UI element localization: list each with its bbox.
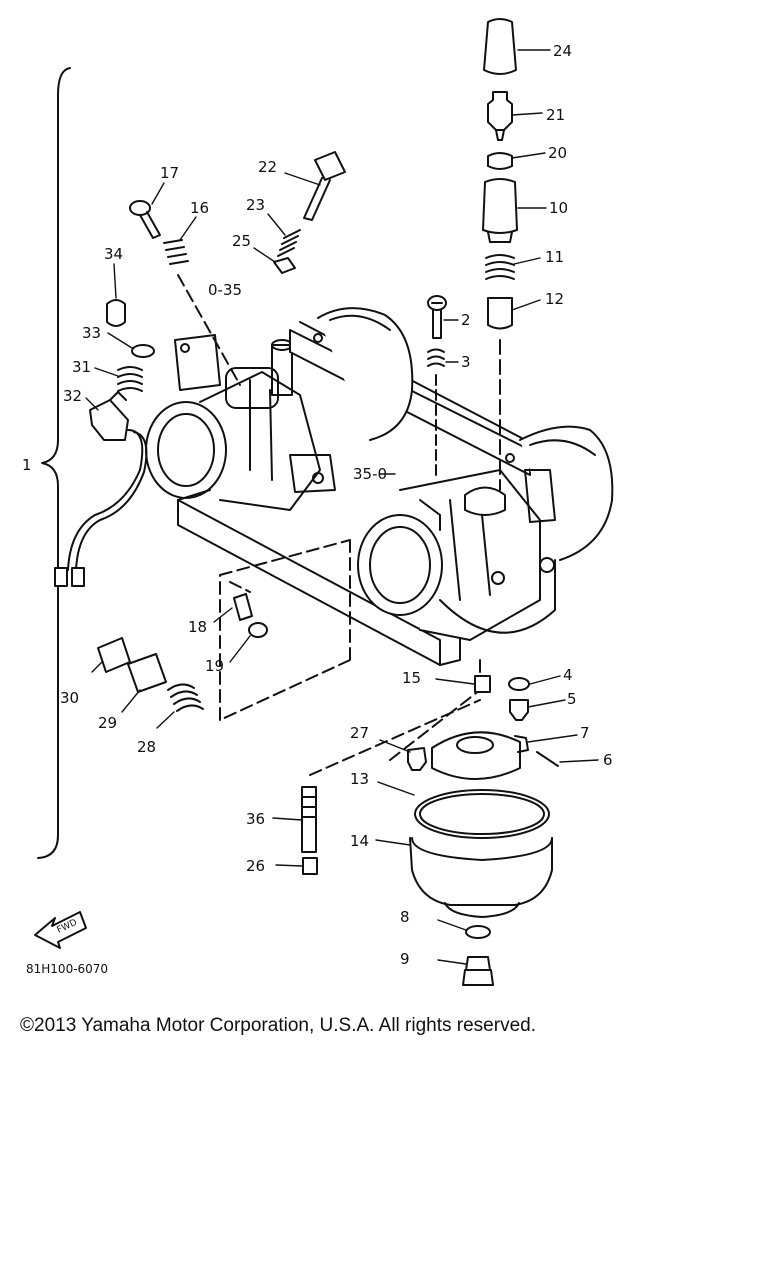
part-14-float-bowl (409, 837, 553, 918)
part-31-spring (117, 366, 143, 392)
part-11-spring (485, 254, 515, 280)
part-19-clip (248, 622, 268, 638)
forward-arrow-icon (34, 911, 87, 949)
callout-34: 34 (104, 245, 123, 263)
throttle-linkage-bar (289, 321, 536, 476)
part-9-drain-plug (462, 956, 494, 986)
part-10-jet-block (482, 178, 518, 243)
callout-2: 2 (461, 311, 471, 329)
assembly-bracket (37, 67, 71, 859)
part-33-ring (131, 344, 155, 358)
part-24-cap (483, 18, 517, 75)
part-34-cap (106, 299, 126, 327)
part-23-spring (277, 229, 301, 257)
callout-13: 13 (350, 770, 369, 788)
callout-27: 27 (350, 724, 369, 742)
part-22-adjust-screw (303, 151, 346, 221)
callout-3: 3 (461, 353, 471, 371)
carburetor-body-rear (145, 334, 336, 511)
callout-15: 15 (402, 669, 421, 687)
callout-31: 31 (72, 358, 91, 376)
callout-25: 25 (232, 232, 251, 250)
dashed-guide-lines (219, 539, 351, 721)
part-32-choke-cable (54, 391, 148, 587)
part-3-spring (427, 348, 445, 367)
callout-7: 7 (580, 724, 590, 742)
callout-26: 26 (246, 857, 265, 875)
part-28-spring (167, 683, 204, 712)
front-intake-bell (519, 425, 614, 561)
callout-35-top: 0-35 (208, 281, 242, 299)
drawing-code: 81H100-6070 (26, 962, 108, 976)
callout-17: 17 (160, 164, 179, 182)
callout-4: 4 (563, 666, 573, 684)
callout-labels: 24 21 20 10 11 12 2 3 22 17 16 23 25 0-3… (22, 42, 613, 976)
part-12-piston (487, 297, 513, 330)
part-21-jet-holder (487, 91, 513, 141)
part-16-spring (163, 239, 189, 265)
part-29-sleeve (127, 653, 167, 693)
callout-29: 29 (98, 714, 117, 732)
copyright-notice: ©2013 Yamaha Motor Corporation, U.S.A. A… (20, 1015, 536, 1036)
part-36-stud (301, 786, 317, 853)
part-30-sleeve (97, 637, 131, 673)
part-6-pin (536, 751, 559, 767)
callout-10: 10 (549, 199, 568, 217)
callout-16: 16 (190, 199, 209, 217)
rear-intake-bell (317, 307, 414, 441)
callout-36: 36 (246, 810, 265, 828)
part-2-screw (427, 295, 447, 339)
part-18-pin (233, 593, 253, 621)
part-27-screw (407, 747, 427, 771)
carburetor-body-front (357, 469, 556, 641)
callout-1: 1 (22, 456, 32, 474)
callout-28: 28 (137, 738, 156, 756)
callout-24: 24 (553, 42, 572, 60)
callout-21: 21 (546, 106, 565, 124)
callout-30: 30 (60, 689, 79, 707)
callout-9: 9 (400, 950, 410, 968)
carburetor-exploded-diagram: 24 21 20 10 11 12 2 3 22 17 16 23 25 0-3… (22, 18, 614, 986)
leader-lines (85, 49, 599, 965)
callout-32: 32 (63, 387, 82, 405)
callout-33: 33 (82, 324, 101, 342)
part-8-washer (465, 925, 491, 939)
callout-5: 5 (567, 690, 577, 708)
part-17-screw (129, 200, 161, 239)
callout-12: 12 (545, 290, 564, 308)
callout-6: 6 (603, 751, 613, 769)
callout-35-mid: 35-0 (353, 465, 387, 483)
part-7-float (431, 731, 529, 780)
callout-18: 18 (188, 618, 207, 636)
callout-14: 14 (350, 832, 369, 850)
part-15-jet (474, 675, 491, 693)
callout-19: 19 (205, 657, 224, 675)
part-25-nut (273, 257, 296, 274)
callout-20: 20 (548, 144, 567, 162)
callout-23: 23 (246, 196, 265, 214)
callout-22: 22 (258, 158, 277, 176)
part-26-nut (302, 857, 318, 875)
callout-8: 8 (400, 908, 410, 926)
callout-11: 11 (545, 248, 564, 266)
part-20-washer (487, 152, 513, 170)
part-4-washer (508, 677, 530, 691)
part-13-o-ring (414, 789, 550, 839)
part-5-main-jet (509, 699, 529, 721)
